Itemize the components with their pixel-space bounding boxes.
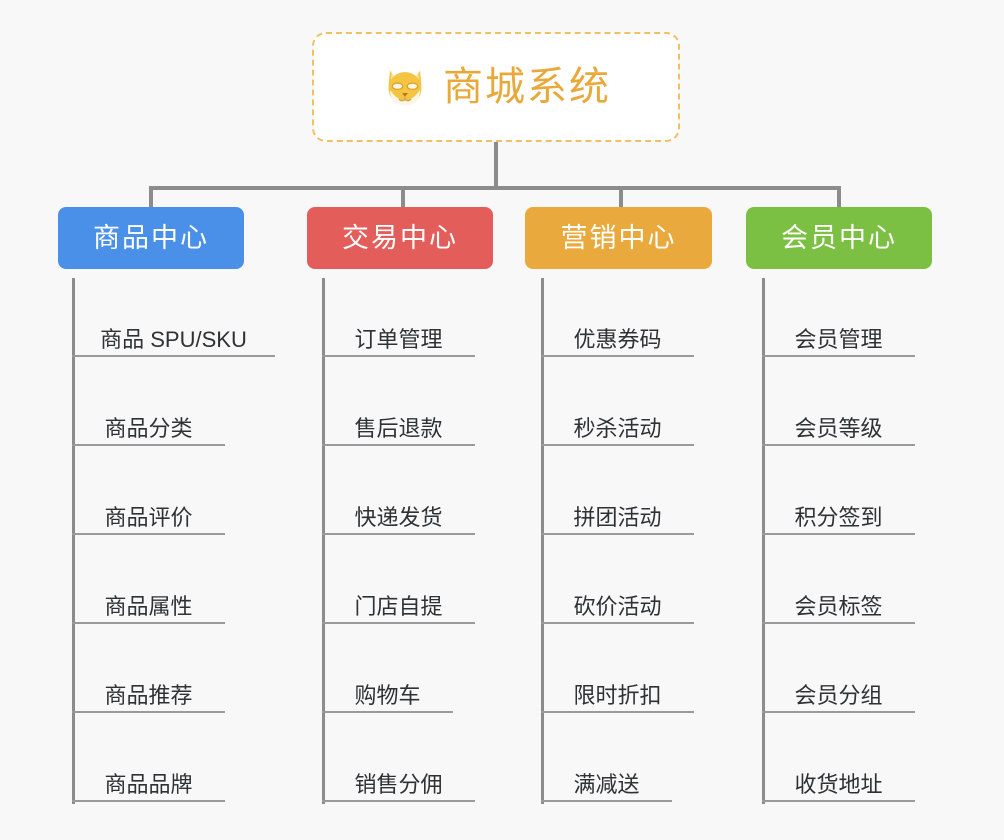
leaf-item[interactable]: 秒杀活动: [541, 400, 694, 446]
column-spine-4: [762, 278, 765, 804]
category-header-2[interactable]: 交易中心: [307, 207, 493, 269]
leaf-label: 限时折扣: [573, 682, 662, 708]
leaf-label: 售后退款: [354, 415, 443, 441]
leaf-label: 商品评价: [104, 504, 193, 530]
root-title: 商城系统: [443, 65, 611, 109]
leaf-item[interactable]: 订单管理: [322, 311, 475, 357]
leaf-label: 商品推荐: [104, 682, 193, 708]
leaf-item[interactable]: 商品推荐: [72, 667, 225, 713]
leaf-item[interactable]: 商品评价: [72, 489, 225, 535]
leaf-label: 商品 SPU/SKU: [100, 326, 247, 352]
leaf-item[interactable]: 会员分组: [762, 667, 915, 713]
connector-horizontal-bus: [149, 186, 841, 190]
column-spine-2: [322, 278, 325, 804]
leaf-item[interactable]: 商品分类: [72, 400, 225, 446]
leaf-label: 购物车: [354, 682, 421, 708]
leaf-item[interactable]: 商品属性: [72, 578, 225, 624]
leaf-item[interactable]: 砍价活动: [541, 578, 694, 624]
column-spine-3: [541, 278, 544, 804]
leaf-label: 商品分类: [104, 415, 193, 441]
leaf-item[interactable]: 门店自提: [322, 578, 475, 624]
column-spine-1: [72, 278, 75, 804]
leaf-label: 商品属性: [104, 593, 193, 619]
leaf-item[interactable]: 购物车: [322, 667, 453, 713]
category-header-1[interactable]: 商品中心: [58, 207, 244, 269]
leaf-label: 会员标签: [794, 593, 883, 619]
leaf-item[interactable]: 售后退款: [322, 400, 475, 446]
leaf-label: 会员分组: [794, 682, 883, 708]
dog-face-icon: [388, 70, 422, 107]
leaf-item[interactable]: 优惠券码: [541, 311, 694, 357]
category-header-4[interactable]: 会员中心: [746, 207, 932, 269]
connector-drop-2: [401, 186, 405, 208]
leaf-label: 优惠券码: [573, 326, 662, 352]
leaf-item[interactable]: 收货地址: [762, 756, 915, 802]
connector-root-drop: [494, 142, 498, 188]
leaf-label: 商品品牌: [104, 771, 193, 797]
leaf-item[interactable]: 限时折扣: [541, 667, 694, 713]
connector-drop-1: [149, 186, 153, 208]
leaf-label: 订单管理: [354, 326, 443, 352]
leaf-item[interactable]: 拼团活动: [541, 489, 694, 535]
leaf-item[interactable]: 销售分佣: [322, 756, 475, 802]
leaf-label: 会员等级: [794, 415, 883, 441]
leaf-item[interactable]: 商品 SPU/SKU: [72, 311, 275, 357]
category-label-2: 交易中心: [342, 222, 458, 253]
category-label-4: 会员中心: [781, 222, 897, 253]
leaf-label: 销售分佣: [354, 771, 443, 797]
leaf-label: 秒杀活动: [573, 415, 662, 441]
leaf-label: 拼团活动: [573, 504, 662, 530]
leaf-label: 会员管理: [794, 326, 883, 352]
leaf-item[interactable]: 满减送: [541, 756, 672, 802]
leaf-item[interactable]: 会员管理: [762, 311, 915, 357]
category-label-1: 商品中心: [93, 222, 209, 253]
root-node[interactable]: 商城系统: [312, 32, 680, 142]
leaf-item[interactable]: 会员等级: [762, 400, 915, 446]
leaf-item[interactable]: 会员标签: [762, 578, 915, 624]
leaf-label: 收货地址: [794, 771, 883, 797]
category-label-3: 营销中心: [560, 222, 677, 253]
leaf-label: 积分签到: [794, 504, 883, 530]
leaf-label: 门店自提: [354, 593, 443, 619]
leaf-label: 砍价活动: [573, 593, 662, 619]
leaf-label: 满减送: [573, 771, 640, 797]
leaf-item[interactable]: 商品品牌: [72, 756, 225, 802]
leaf-item[interactable]: 快递发货: [322, 489, 475, 535]
leaf-label: 快递发货: [354, 504, 443, 530]
connector-drop-4: [837, 186, 841, 208]
category-header-3[interactable]: 营销中心: [525, 207, 712, 269]
connector-drop-3: [619, 186, 623, 208]
leaf-item[interactable]: 积分签到: [762, 489, 915, 535]
